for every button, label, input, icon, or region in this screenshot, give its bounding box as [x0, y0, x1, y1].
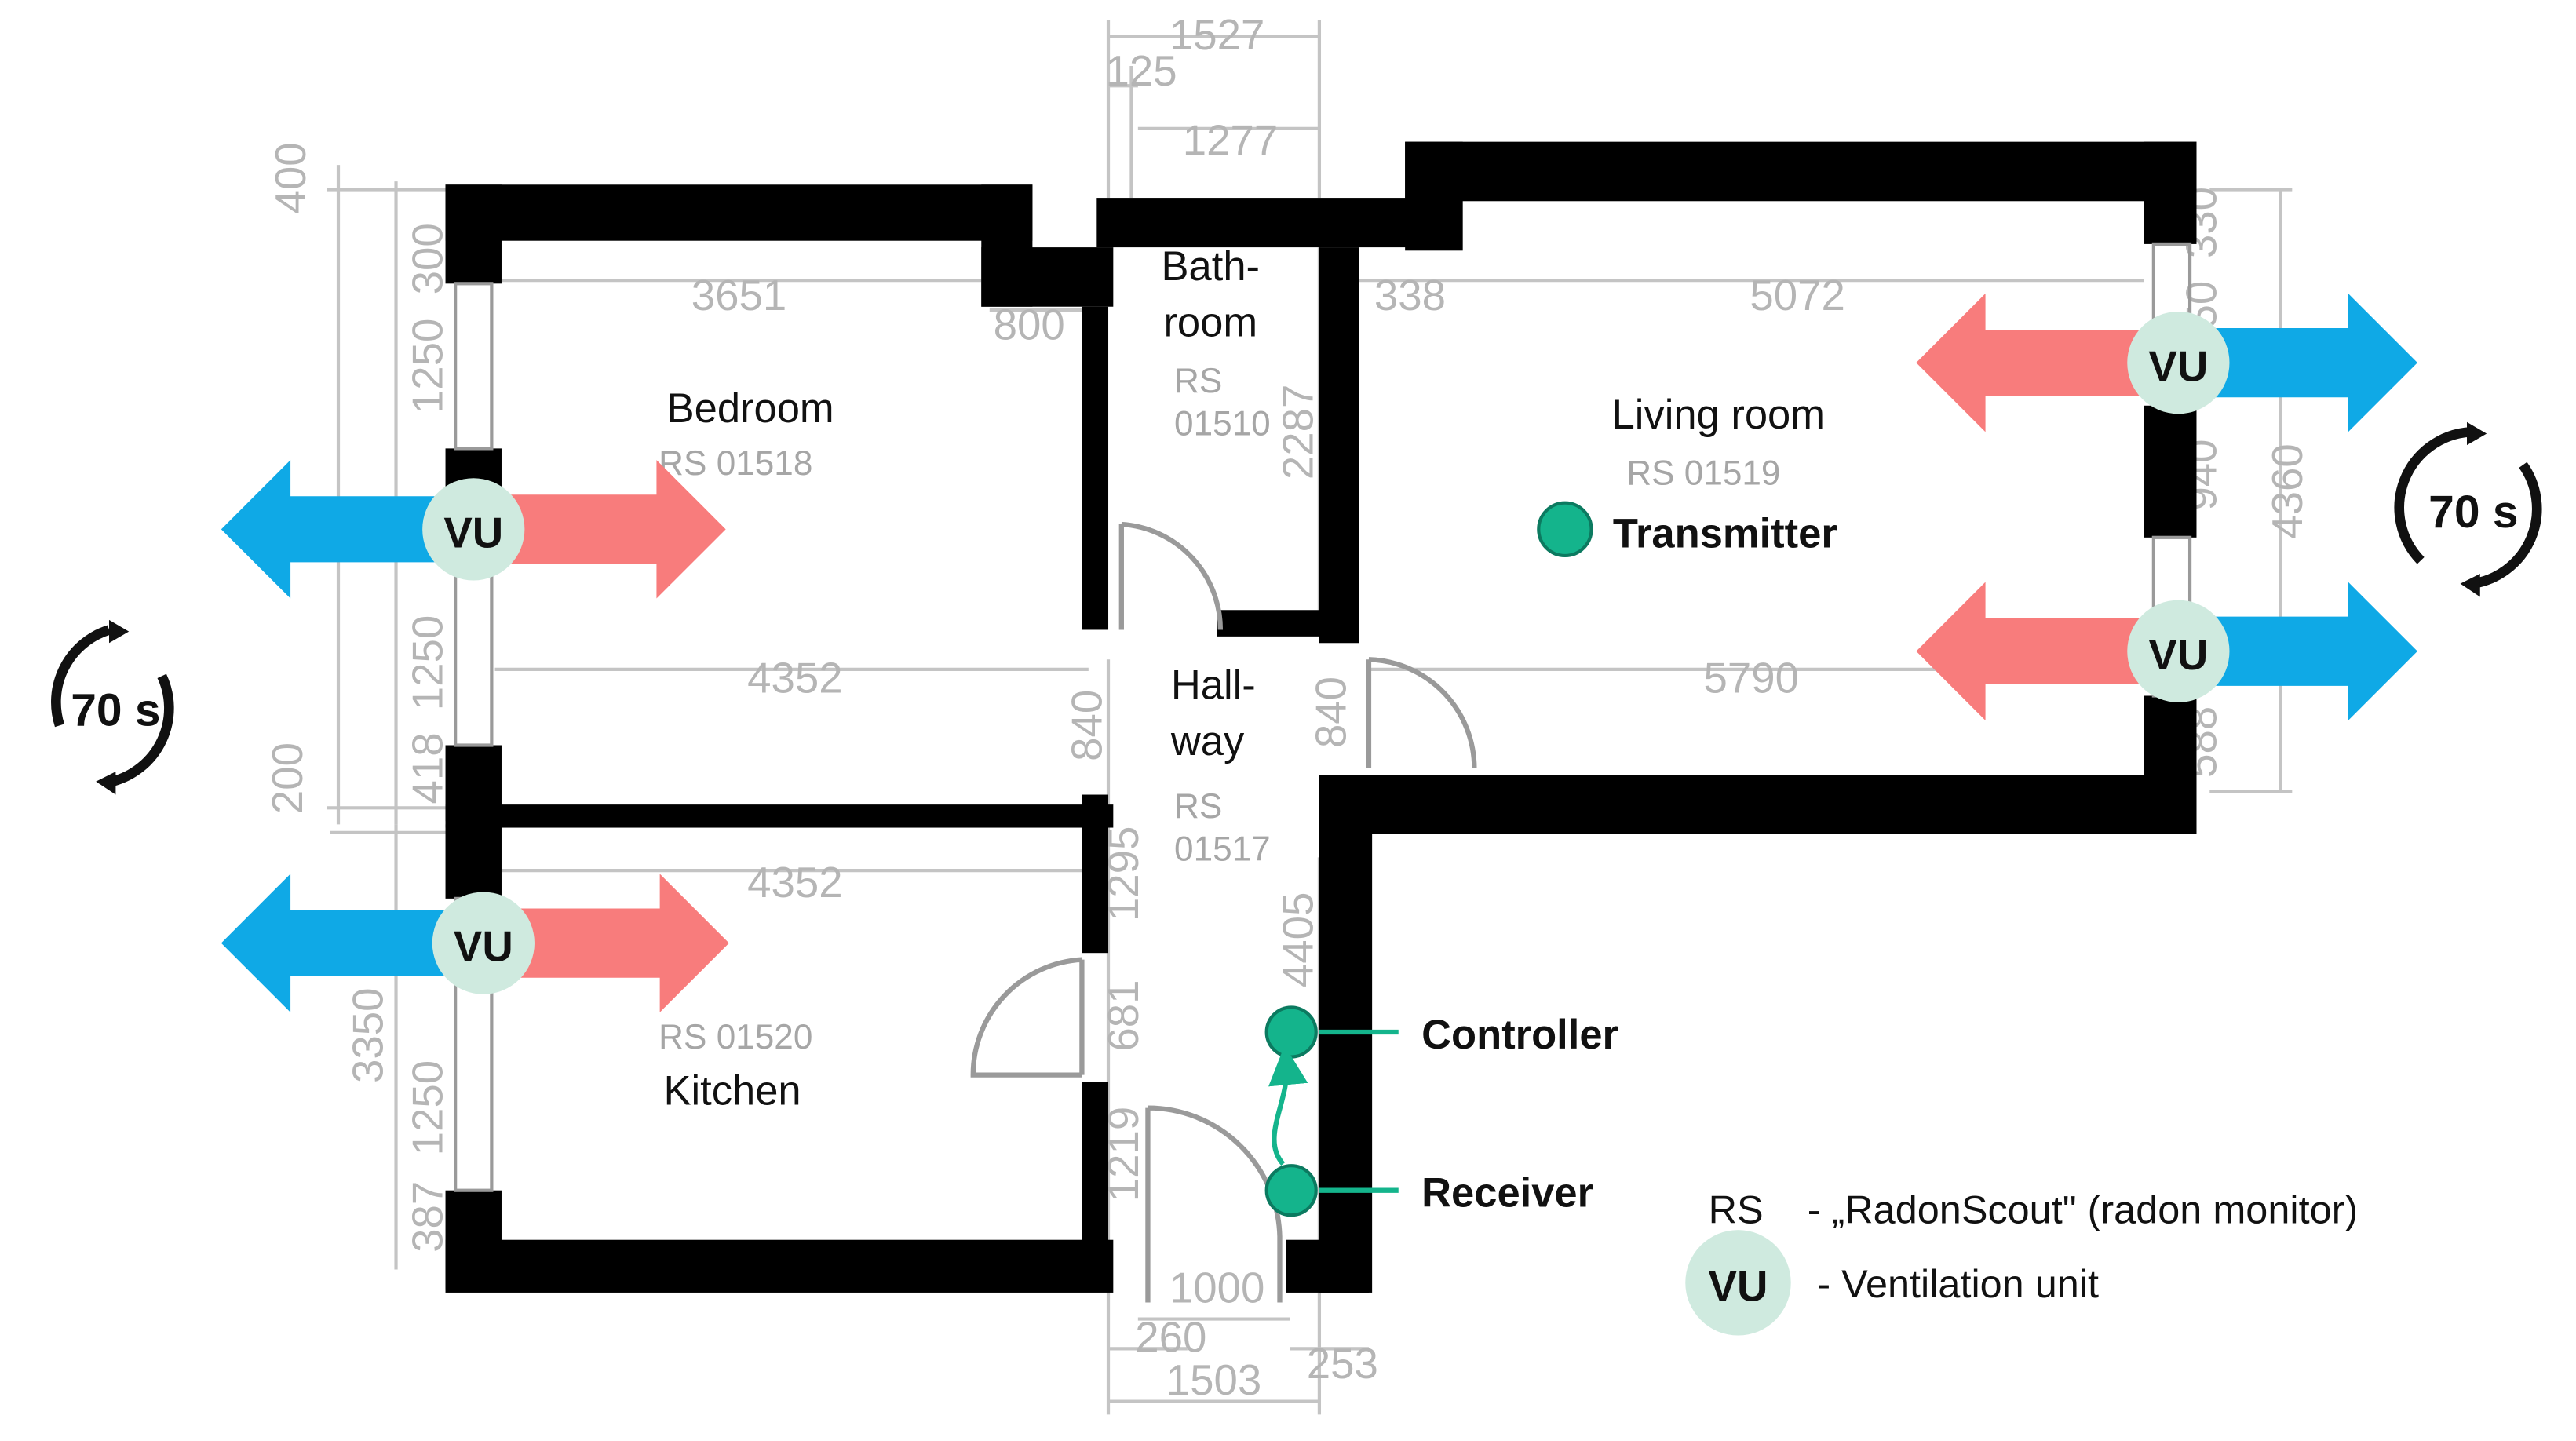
- dim-label: 1277: [1183, 116, 1279, 164]
- dim-label: 5072: [1750, 272, 1845, 319]
- cycle-arrow-icon: [51, 625, 111, 728]
- dim-label: 4352: [747, 654, 842, 702]
- controller-label: Controller: [1421, 1012, 1618, 1058]
- doors: [970, 521, 1477, 1303]
- legend-vu-desc: - Ventilation unit: [1817, 1261, 2099, 1306]
- dim-label: 3651: [691, 272, 787, 319]
- dim-label: 1527: [1169, 11, 1265, 59]
- rs-label-living-room: RS 01519: [1626, 454, 1780, 493]
- room-name-kitchen: Kitchen: [664, 1067, 801, 1114]
- transmitter-label: Transmitter: [1613, 510, 1837, 556]
- cycle-arrow-icon: [2394, 427, 2471, 564]
- supply-arrow: [494, 874, 729, 1012]
- receiver-dot: [1264, 1164, 1318, 1217]
- cycle-arrow-icon: [2472, 461, 2542, 589]
- transmitter-dot: [1537, 501, 1593, 558]
- rs-label-bathroom-2: 01510: [1174, 405, 1271, 443]
- dim-label: 400: [267, 142, 315, 213]
- vu-circle: [2127, 600, 2230, 702]
- room-name-bathroom-1: Bath-: [1162, 243, 1260, 290]
- dim-label: 1000: [1169, 1264, 1265, 1312]
- vu-label: VU: [443, 509, 503, 556]
- vu-circle: [432, 892, 535, 994]
- cycle-indicator-right: 70 s: [2394, 421, 2542, 597]
- dim-label: 840: [1308, 677, 1356, 748]
- dim-label: 418: [403, 732, 451, 804]
- devices: Transmitter Controller Receiver: [1264, 501, 1837, 1217]
- legend-vu-circle: [1685, 1230, 1791, 1336]
- vu-label: VU: [2148, 342, 2208, 390]
- dim-label: 800: [994, 301, 1065, 349]
- legend: RS - „RadonScout" (radon monitor) VU - V…: [1685, 1187, 2358, 1336]
- dim-label: 681: [1100, 980, 1148, 1051]
- signal-arrow: [1268, 1045, 1308, 1166]
- dim-label: 2287: [1275, 385, 1323, 480]
- airflow-arrows: [221, 293, 2417, 1012]
- dim-label: 338: [1374, 272, 1446, 319]
- dim-label: 253: [1307, 1340, 1378, 1388]
- cycle-time-left: 70 s: [71, 684, 160, 735]
- dim-label: 840: [1064, 690, 1111, 761]
- vu-circle: [2127, 312, 2230, 414]
- dim-label: 4352: [747, 859, 842, 907]
- dim-label: 1503: [1166, 1356, 1262, 1404]
- room-name-bathroom-2: room: [1163, 300, 1257, 346]
- cycle-time-right: 70 s: [2428, 487, 2518, 538]
- ventilation-units: VU VU VU VU: [422, 312, 2230, 994]
- vu-label: VU: [454, 923, 513, 971]
- cycle-arrow-icon: [111, 673, 174, 786]
- room-name-hallway-1: Hall-: [1171, 662, 1256, 709]
- legend-rs-key: RS: [1709, 1187, 1764, 1232]
- exhaust-arrow: [2209, 293, 2417, 432]
- vu-circle: [422, 478, 525, 581]
- dim-label: 300: [403, 223, 451, 294]
- dim-label: 1250: [403, 1060, 451, 1156]
- rs-label-hallway-2: 01517: [1174, 830, 1271, 869]
- controller-dot: [1264, 1005, 1318, 1059]
- exhaust-arrow: [221, 460, 446, 599]
- legend-rs-desc: - „RadonScout" (radon monitor): [1808, 1187, 2358, 1232]
- room-labels: Bedroom RS 01518 Bath- room RS 01510 Liv…: [659, 243, 1825, 1114]
- dim-label: 4405: [1275, 892, 1323, 988]
- supply-arrow: [1916, 582, 2144, 720]
- rs-label-bedroom: RS 01518: [659, 444, 812, 483]
- dim-label: 1250: [403, 615, 451, 711]
- dim-label: 5790: [1704, 654, 1800, 702]
- dim-label: 4360: [2264, 443, 2311, 539]
- dim-label: 387: [403, 1181, 451, 1253]
- dim-label: 200: [264, 742, 312, 814]
- dim-label: 125: [1105, 47, 1177, 95]
- supply-arrow: [494, 460, 726, 599]
- exhaust-arrow: [221, 874, 446, 1012]
- vu-label: VU: [2148, 631, 2208, 679]
- dim-label: 3350: [345, 987, 392, 1083]
- walls: [445, 141, 2197, 1293]
- dim-label: 260: [1135, 1314, 1206, 1362]
- rs-label-kitchen: RS 01520: [659, 1018, 812, 1056]
- receiver-label: Receiver: [1421, 1170, 1593, 1217]
- legend-vu-key: VU: [1709, 1262, 1768, 1310]
- room-name-hallway-2: way: [1170, 718, 1245, 764]
- rs-label-hallway-1: RS: [1174, 787, 1222, 826]
- room-name-bedroom: Bedroom: [667, 385, 834, 432]
- supply-arrow: [1916, 293, 2144, 432]
- dim-label: 1250: [403, 319, 451, 414]
- rs-label-bathroom-1: RS: [1174, 362, 1222, 400]
- exhaust-arrow: [2209, 582, 2417, 720]
- cycle-indicator-left: 70 s: [51, 619, 174, 795]
- room-name-living-room: Living room: [1612, 392, 1825, 438]
